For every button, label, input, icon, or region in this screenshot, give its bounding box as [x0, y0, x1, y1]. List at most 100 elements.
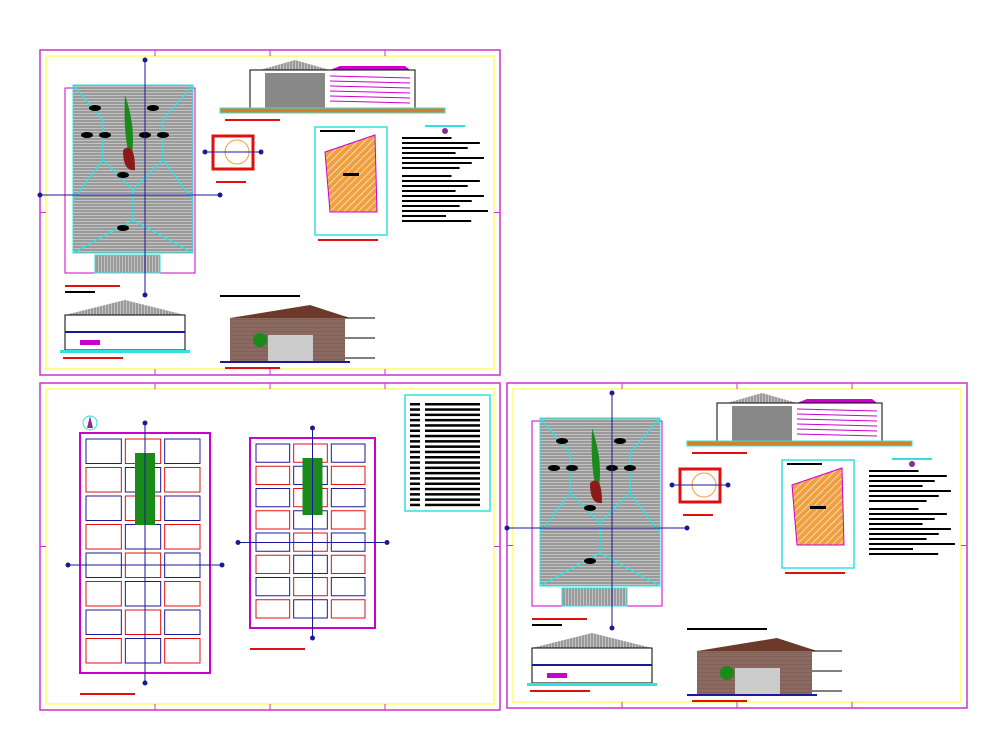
table-cell [410, 434, 420, 438]
notes-block [869, 458, 955, 555]
table-cell [410, 477, 420, 480]
table-cell [425, 487, 480, 491]
section-line [796, 428, 878, 432]
notes-line [869, 533, 939, 535]
axis-marker [142, 420, 148, 426]
table-cell [410, 461, 420, 464]
drawing-title [692, 452, 747, 454]
section-roof [727, 393, 797, 403]
roof-label [566, 465, 578, 471]
notes-line [869, 528, 951, 530]
notes-line [869, 513, 947, 515]
sheet-2 [39, 382, 501, 711]
room [330, 443, 366, 463]
notes-line [869, 480, 935, 482]
table-cell [410, 445, 420, 448]
drawing-title [692, 700, 747, 702]
room [330, 510, 366, 530]
roof-label [117, 172, 129, 178]
ground-line [219, 107, 446, 114]
notes-line [402, 210, 488, 212]
elevation-drawing [687, 628, 842, 702]
site-label [343, 173, 359, 176]
roof-label [584, 558, 596, 564]
elevation-roof [230, 305, 350, 318]
notes-line [402, 180, 480, 182]
room [330, 488, 366, 508]
table-cell [410, 466, 420, 470]
table-cell [425, 477, 480, 480]
room [164, 495, 201, 521]
section-detail [80, 340, 100, 345]
table-cell [410, 408, 420, 411]
room [85, 609, 122, 635]
axis-marker [310, 425, 315, 431]
room [164, 524, 201, 550]
notes-line [869, 475, 947, 477]
garden-strip [124, 95, 133, 160]
roof-label [81, 132, 93, 138]
axis-marker [37, 192, 43, 198]
room [164, 581, 201, 607]
room [293, 577, 328, 597]
notes-line [402, 152, 456, 154]
notes-line [402, 162, 472, 164]
table-cell [425, 450, 480, 454]
room [255, 577, 291, 597]
section-drawing-top [219, 60, 446, 121]
room [255, 465, 291, 485]
sheet-3 [504, 382, 968, 709]
room [164, 638, 201, 664]
axis-marker [609, 390, 615, 396]
table-cell [425, 503, 480, 507]
notes-line [402, 220, 472, 222]
drawing-title [683, 514, 713, 516]
ground-line [60, 350, 190, 353]
section-line [329, 90, 411, 94]
room [330, 599, 366, 619]
room [85, 524, 122, 550]
table-cell [410, 498, 420, 501]
roof-label [99, 132, 111, 138]
sheet-1 [37, 49, 501, 376]
notes-block [402, 125, 488, 222]
notes-line [869, 485, 923, 487]
drawing-title [63, 357, 123, 359]
ground-line [527, 683, 657, 686]
roof-plan [37, 57, 223, 298]
table-cell [425, 440, 480, 443]
tree [720, 666, 734, 680]
section-roof [532, 633, 652, 648]
room [293, 554, 328, 574]
table-cell [425, 445, 480, 448]
notes-line [402, 167, 460, 169]
table-cell [410, 503, 420, 507]
room [255, 554, 291, 574]
table-cell [425, 434, 480, 438]
notes-title [892, 458, 932, 460]
section-line [329, 95, 411, 99]
drawing-title [225, 119, 280, 121]
table-cell [410, 450, 420, 454]
garden-bed [123, 147, 135, 171]
roof-porch [94, 254, 161, 274]
section-line [329, 75, 411, 79]
notes-line [402, 147, 468, 149]
elevation-roof [697, 638, 817, 651]
axis-marker [258, 149, 264, 155]
section-line [329, 80, 411, 84]
section-drawing-top [686, 393, 913, 454]
room [255, 443, 291, 463]
room-schedule-table [404, 394, 491, 512]
notes-line [869, 500, 927, 502]
table-cell [410, 440, 420, 443]
notes-symbol [442, 128, 448, 134]
section-drawing-bottom [60, 300, 190, 359]
table-cell [425, 413, 480, 417]
axis-marker [669, 482, 675, 488]
notes-line [402, 190, 456, 192]
table-cell [425, 482, 480, 485]
drawing-title [65, 285, 120, 287]
section-line [796, 418, 878, 422]
